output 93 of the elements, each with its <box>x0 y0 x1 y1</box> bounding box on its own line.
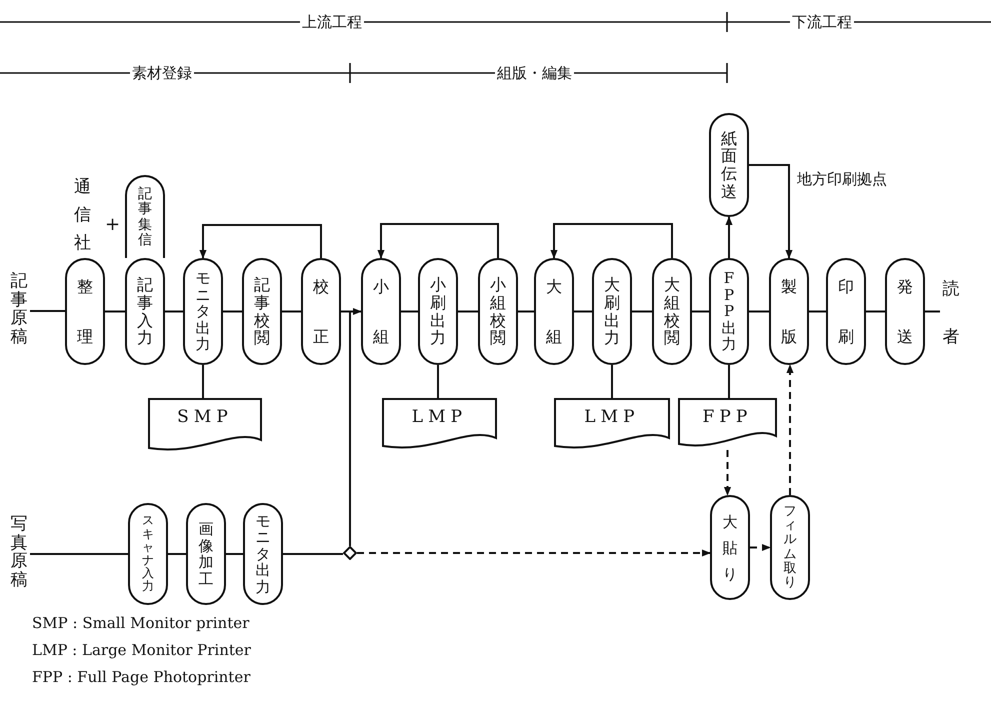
connector-line <box>632 310 652 312</box>
arrow <box>199 224 322 259</box>
abbreviation-note: SMP : Small Monitor printer <box>32 614 250 632</box>
connector-line <box>574 310 592 312</box>
connector-line <box>165 310 183 312</box>
arrow <box>724 450 732 496</box>
process-pill <box>183 258 223 365</box>
connector-line <box>30 310 65 312</box>
connector-line <box>437 365 439 398</box>
printer-label: LMP <box>584 407 640 427</box>
connector-line <box>518 310 534 312</box>
arrow <box>349 308 362 546</box>
connector-line <box>728 365 730 398</box>
source-label: 読者 <box>940 265 962 361</box>
process-pill <box>65 258 105 365</box>
connector-line <box>226 553 243 555</box>
source-label: 写真原稿 <box>8 515 30 590</box>
connector-line <box>611 365 613 398</box>
process-pill <box>826 258 866 365</box>
connector-line <box>223 310 242 312</box>
source-label: 記事原稿 <box>8 272 30 347</box>
stage-label: 組版・編集 <box>495 64 574 83</box>
step-label: 整理 <box>77 276 93 348</box>
connector-line <box>30 553 128 555</box>
step-label: モニタ出力 <box>196 270 210 353</box>
step-label: 小刷出力 <box>430 276 446 347</box>
step-label: 記事入力 <box>137 276 153 347</box>
step-label: モニタ出力 <box>256 512 270 596</box>
connector-line <box>105 310 125 312</box>
process-pill <box>885 258 925 365</box>
step-label: 発送 <box>897 276 913 348</box>
process-pill <box>301 258 341 365</box>
step-label: 大刷出力 <box>604 276 620 347</box>
connector-line <box>925 310 940 312</box>
process-pill <box>242 258 282 365</box>
connector-line <box>809 310 826 312</box>
step-label: 製版 <box>781 276 797 348</box>
process-pill <box>186 503 226 605</box>
step-label: 紙面伝送 <box>721 130 737 200</box>
step-label: 大組 <box>546 276 562 348</box>
arrow <box>725 216 733 258</box>
process-pill <box>592 258 632 365</box>
process-pill <box>770 495 810 600</box>
process-pill <box>709 258 749 365</box>
connector-line <box>749 310 769 312</box>
step-label: 印刷 <box>838 276 854 348</box>
step-label: 記事集信 <box>138 186 152 248</box>
step-label: 校正 <box>313 276 329 348</box>
process-pill <box>534 258 574 365</box>
step-label: 大組校閲 <box>664 276 680 347</box>
connector-line <box>458 310 478 312</box>
process-pill <box>709 113 749 217</box>
stage-label: 上流工程 <box>300 13 364 32</box>
arrow <box>550 223 673 259</box>
process-pill <box>652 258 692 365</box>
step-label: 記事校閲 <box>254 276 270 347</box>
edge-label: 地方印刷拠点 <box>797 170 887 189</box>
arrow <box>377 223 499 259</box>
arrow <box>750 544 771 552</box>
process-pill <box>125 258 165 365</box>
stage-label: 素材登録 <box>130 64 194 83</box>
connector-line <box>202 365 204 398</box>
step-label: 小組校閲 <box>490 276 506 347</box>
process-pill <box>128 503 168 605</box>
printer-label: LMP <box>412 407 468 427</box>
step-label: 小組 <box>373 276 389 348</box>
arrow <box>357 549 711 557</box>
stage-label: 下流工程 <box>790 13 854 32</box>
step-label: 大貼り <box>722 512 738 584</box>
arrow <box>786 364 794 495</box>
step-label: スキャナ入力 <box>142 514 154 594</box>
junction-diamond <box>343 546 357 560</box>
process-pill <box>125 175 165 258</box>
process-pill <box>769 258 809 365</box>
process-pill <box>361 258 401 365</box>
step-label: 画像加工 <box>198 521 214 587</box>
printer-label: SMP <box>177 407 233 427</box>
printer-label: FPP <box>702 407 752 427</box>
arrow <box>749 164 793 259</box>
step-label: フィルム取り <box>784 504 796 590</box>
process-pill <box>418 258 458 365</box>
connector-line <box>866 310 885 312</box>
connector-line <box>282 310 301 312</box>
process-pill <box>478 258 518 365</box>
process-pill <box>243 503 283 605</box>
connector-line <box>283 553 343 555</box>
abbreviation-note: LMP : Large Monitor Printer <box>32 641 251 659</box>
connector-line <box>401 310 418 312</box>
connector-line <box>168 553 186 555</box>
connector-line <box>692 310 709 312</box>
step-label: FPP出力 <box>722 270 736 353</box>
process-pill <box>710 495 750 600</box>
abbreviation-note: FPP : Full Page Photoprinter <box>32 668 250 686</box>
